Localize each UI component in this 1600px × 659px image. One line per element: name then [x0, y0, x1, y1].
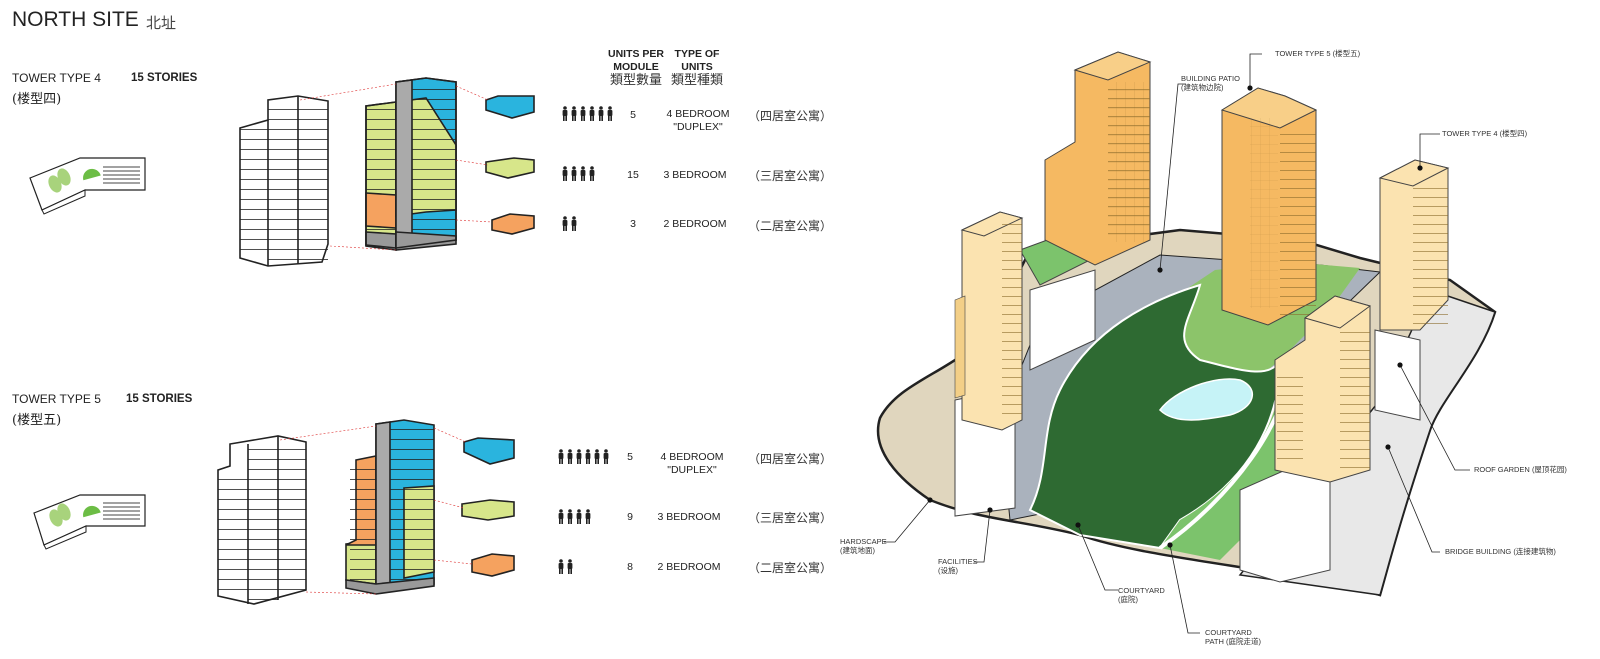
- t5-row1-count: 5: [627, 451, 633, 463]
- label-hardscape: HARDSCAPE(建筑地面): [840, 537, 887, 555]
- person-icon: [562, 166, 568, 181]
- tower4-wireframe: [239, 95, 329, 267]
- t5-row2-count: 9: [627, 511, 633, 523]
- tower5-stories: 15 STORIES: [126, 393, 193, 405]
- person-icon: [589, 166, 595, 181]
- person-icon: [607, 106, 613, 121]
- site-tower4-right: [1378, 159, 1450, 331]
- t4-row1-type: 4 BEDROOM"DUPLEX": [666, 108, 730, 133]
- tower4-modules: [485, 95, 535, 235]
- person-icon: [598, 106, 604, 121]
- tower4-colored: [365, 77, 457, 251]
- person-icon: [562, 106, 568, 121]
- t5-row1-type: 4 BEDROOM"DUPLEX": [660, 451, 724, 476]
- t5-row3-type-cn: （二居室公寓）: [748, 561, 833, 575]
- person-icon: [576, 509, 582, 524]
- tower4-stories: 15 STORIES: [131, 72, 198, 84]
- label-roof-garden: ROOF GARDEN (屋顶花园): [1474, 465, 1567, 474]
- site-plan-icon-tower5: [33, 494, 146, 550]
- person-icon: [571, 166, 577, 181]
- person-icon: [580, 166, 586, 181]
- person-icon: [585, 509, 591, 524]
- t5-row2-type-cn: （三居室公寓）: [748, 511, 833, 525]
- t4-row3-type-cn: （二居室公寓）: [748, 219, 833, 233]
- tower4-name-cn: (楼型四): [12, 92, 62, 107]
- t4-row3-count: 3: [630, 218, 636, 230]
- t5-row2-type: 3 BEDROOM: [657, 511, 721, 523]
- person-icon: [562, 216, 568, 231]
- tower5-colored: [345, 419, 435, 595]
- site-tower5-left: [1044, 51, 1152, 266]
- label-courtyard: COURTYARD(庭院): [1118, 586, 1165, 604]
- t5-row3-count: 8: [627, 561, 633, 573]
- label-facilities: FACILITIES(设施): [938, 557, 978, 575]
- t4-row1-count: 5: [630, 109, 636, 121]
- person-icon: [589, 106, 595, 121]
- person-icon: [585, 449, 591, 464]
- person-icon: [567, 449, 573, 464]
- hardscape-area: [876, 228, 1497, 597]
- person-icon: [603, 449, 609, 464]
- tower4-name: TOWER TYPE 4: [12, 71, 101, 85]
- site-tower4-front: [1274, 295, 1372, 483]
- person-icon: [567, 509, 573, 524]
- tower4-leader-lines: [299, 83, 493, 251]
- page-title-cn: 北址: [146, 14, 177, 32]
- t5-row1-type-cn: （四居室公寓）: [748, 452, 833, 466]
- label-tower4: TOWER TYPE 4 (楼型四): [1442, 129, 1528, 138]
- t4-row2-count: 15: [627, 169, 639, 181]
- tower5-leader-lines: [279, 425, 473, 595]
- t5-row3-type: 2 BEDROOM: [657, 561, 721, 573]
- units-per-module-header: UNITS PER MODULE 類型數量: [607, 48, 664, 88]
- site-tower5-center: [1220, 87, 1318, 326]
- t4-row2-type: 3 BEDROOM: [663, 169, 727, 181]
- type-of-units-header: TYPE OF UNITS 類型種類: [670, 48, 723, 88]
- label-building-patio: BUILDING PATIO(建筑物边院): [1181, 74, 1240, 92]
- tower5-name: TOWER TYPE 5: [12, 392, 101, 406]
- tower-diagrams: [29, 77, 535, 605]
- person-icon: [558, 509, 564, 524]
- t4-row2-type-cn: （三居室公寓）: [748, 169, 833, 183]
- t4-row3-type: 2 BEDROOM: [663, 218, 727, 230]
- site-plan-icon-tower4: [29, 157, 146, 215]
- label-tower5: TOWER TYPE 5 (楼型五): [1275, 49, 1361, 58]
- site-tower-left: [954, 211, 1024, 431]
- person-icon: [558, 559, 564, 574]
- person-icon: [576, 449, 582, 464]
- person-icon: [558, 449, 564, 464]
- tower5-modules: [461, 437, 515, 577]
- person-icon: [571, 106, 577, 121]
- person-icon: [567, 559, 573, 574]
- label-bridge-building: BRIDGE BUILDING (连接建筑物): [1445, 547, 1556, 556]
- t4-row1-type-cn: （四居室公寓）: [748, 109, 833, 123]
- tower5-name-cn: (楼型五): [12, 413, 62, 428]
- person-icon: [594, 449, 600, 464]
- page-title: NORTH SITE: [12, 8, 139, 31]
- person-icon: [580, 106, 586, 121]
- tower5-wireframe: [217, 435, 307, 605]
- person-icon: [571, 216, 577, 231]
